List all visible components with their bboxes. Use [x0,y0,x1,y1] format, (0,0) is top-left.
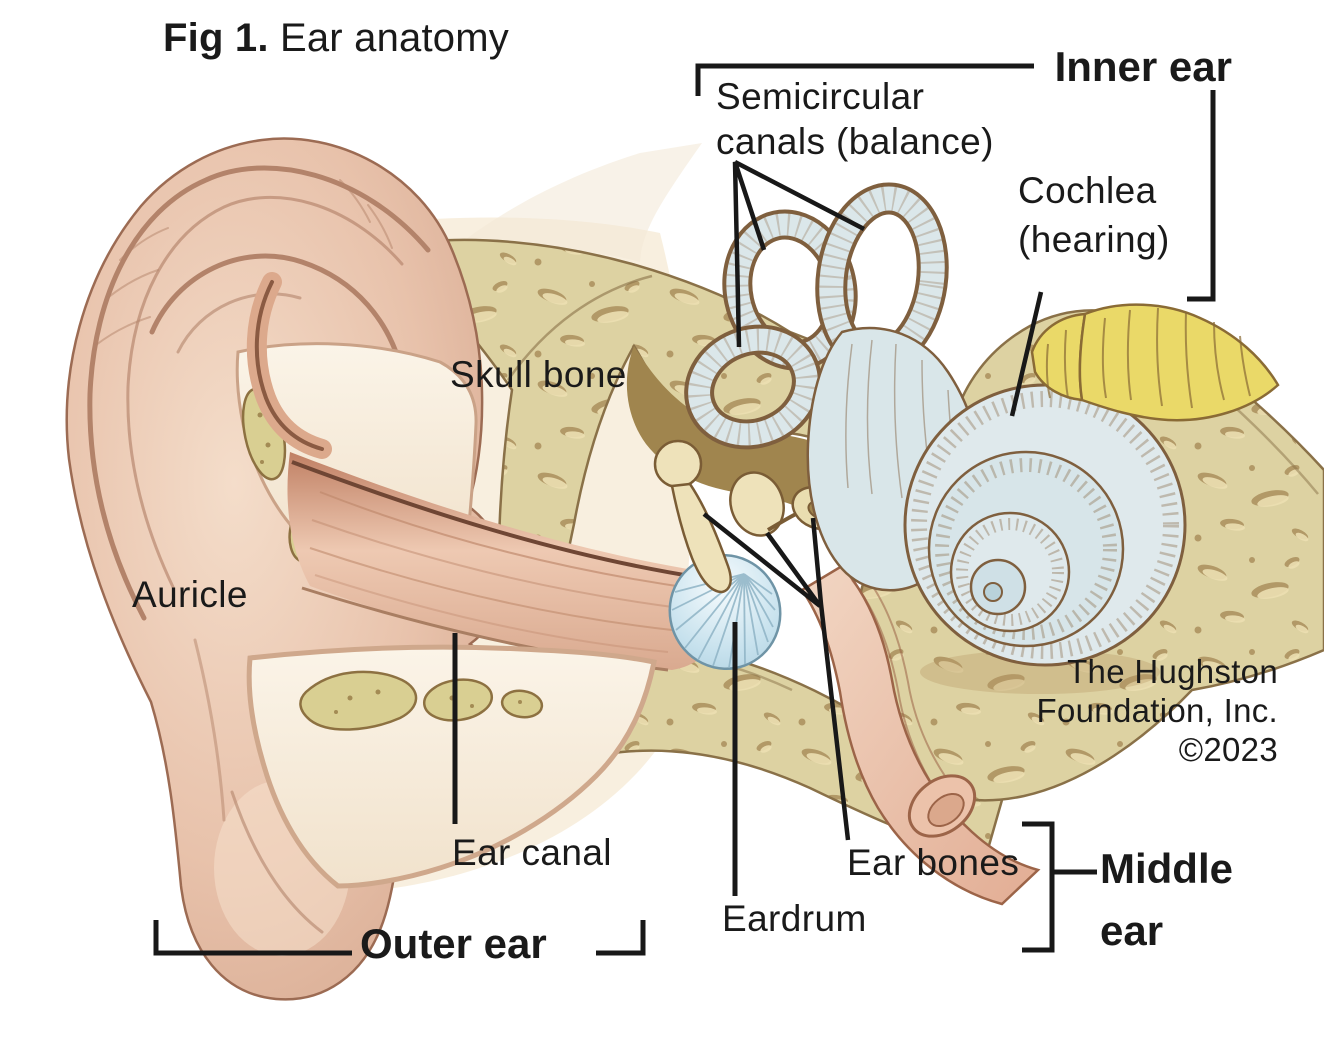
pointer-lines [153,63,1216,956]
eardrum-shape [668,553,782,671]
label-auricle: Auricle [132,574,248,615]
label-cochlea-line2: (hearing) [1018,219,1170,260]
semicircular-canals-shape [684,182,949,450]
label-middle-ear: Middle ear [1100,838,1233,962]
ear-bones-pointers [702,512,851,841]
label-semicircular-line1: Semicircular [716,76,925,117]
cochlea-pointer [1009,291,1044,417]
label-outer-ear: Outer ear [360,920,547,967]
label-cochlea: Cochlea (hearing) [1018,166,1170,264]
label-ear-canal: Ear canal [452,832,612,873]
label-cochlea-line1: Cochlea [1018,170,1157,211]
figure-caption: Ear anatomy [268,16,509,60]
label-ear-bones: Ear bones [847,842,1020,883]
credit-line1: The Hughston [1067,653,1278,690]
credit-line3: ©2023 [1178,731,1278,768]
middle-ear-bracket [1022,821,1097,953]
eustachian-tube [800,564,1041,906]
credit-text: The Hughston Foundation, Inc. ©2023 [1037,652,1278,769]
inner-ear-bracket-left [695,63,1034,96]
semicircular-pointers [732,160,866,348]
cochlea-shape [903,383,1187,694]
label-semicircular-line2: canals (balance) [716,121,994,162]
label-skull-bone: Skull bone [450,354,627,395]
figure-title: Fig 1. Ear anatomy [163,16,509,61]
inner-ear-bracket-right [1187,90,1216,302]
label-semicircular-canals: Semicircular canals (balance) [716,74,994,164]
outer-ear-bracket [153,920,646,956]
nerve-shape [1030,303,1280,422]
tissue-wedge [246,644,657,889]
ear-canal-shape [287,452,724,672]
figure-number: Fig 1. [163,16,269,60]
label-inner-ear: Inner ear [1054,43,1232,90]
label-eardrum: Eardrum [722,898,867,939]
credit-line2: Foundation, Inc. [1036,692,1278,729]
label-middle-ear-line1: Middle [1100,845,1233,892]
label-middle-ear-line2: ear [1100,907,1164,954]
